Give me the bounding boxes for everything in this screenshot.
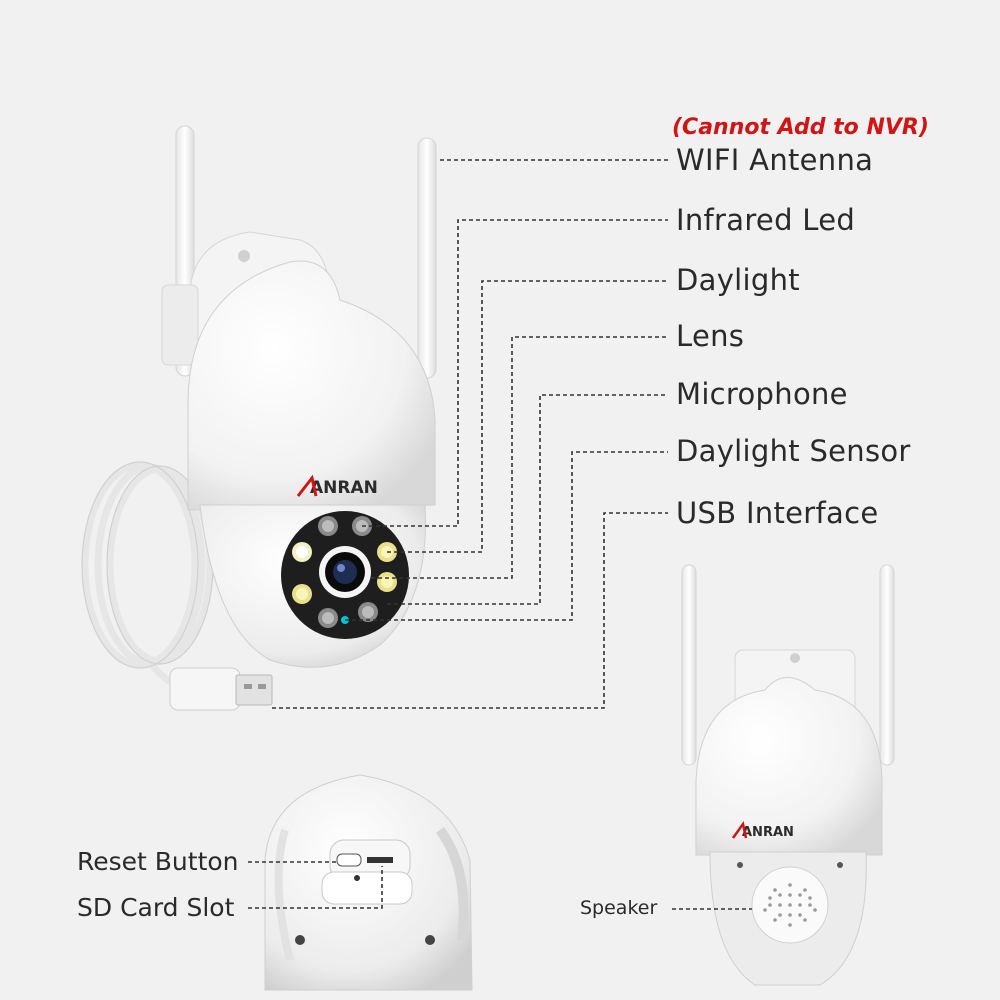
label-speaker: Speaker bbox=[580, 897, 658, 919]
label-usb-interface: USB Interface bbox=[676, 496, 879, 530]
label-microphone: Microphone bbox=[676, 377, 848, 411]
reset-button bbox=[336, 853, 362, 867]
leader-lines bbox=[272, 159, 668, 709]
svg-text:ANRAN: ANRAN bbox=[742, 825, 794, 840]
main-camera: ANRAN bbox=[81, 125, 437, 711]
camera-dome bbox=[187, 260, 436, 511]
brand-logo: ANRAN bbox=[310, 478, 378, 498]
label-sd-card-slot: SD Card Slot bbox=[77, 893, 235, 922]
back-view-camera: ANRAN bbox=[681, 564, 895, 986]
right-antenna bbox=[417, 137, 437, 379]
label-infrared-led: Infrared Led bbox=[676, 203, 856, 237]
underside-closeup bbox=[264, 774, 473, 991]
label-daylight-sensor: Daylight Sensor bbox=[676, 434, 911, 468]
label-lens: Lens bbox=[676, 319, 745, 353]
nvr-warning: (Cannot Add to NVR) bbox=[672, 115, 929, 140]
label-reset-button: Reset Button bbox=[77, 847, 239, 876]
label-wifi-antenna: WIFI Antenna bbox=[676, 143, 874, 177]
label-daylight: Daylight bbox=[676, 263, 800, 297]
sd-card-slot bbox=[367, 857, 393, 863]
usb-plug bbox=[169, 667, 273, 711]
